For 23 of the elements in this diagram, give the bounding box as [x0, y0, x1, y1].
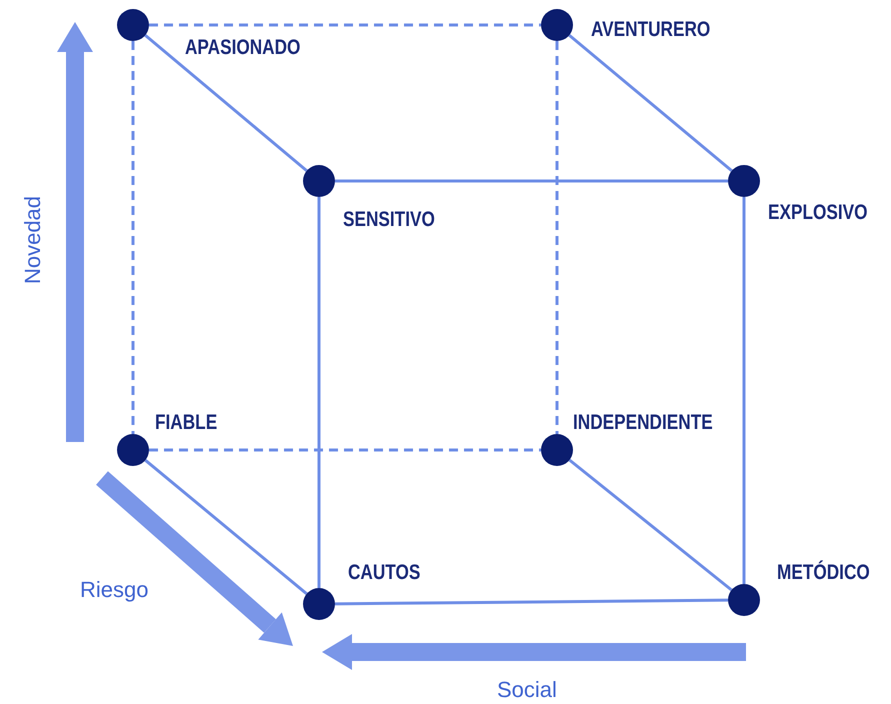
vertex-label: APASIONADO: [185, 36, 300, 60]
axis-label: Social: [497, 677, 557, 703]
edge-line: [568, 458, 732, 592]
axis-label: Novedad: [20, 196, 46, 284]
vertex-label: SENSITIVO: [343, 208, 435, 232]
dashed-edge-line: [149, 448, 541, 452]
vertex-label: FIABLE: [155, 411, 218, 435]
edge-line: [144, 34, 308, 172]
vertex-label: METÓDICO: [777, 561, 870, 585]
dashed-edge-line: [149, 24, 541, 26]
vertex-label: INDEPENDIENTE: [573, 411, 713, 435]
edge-line: [334, 598, 728, 606]
edge-line: [335, 180, 728, 182]
dashed-edge-line: [556, 41, 558, 434]
edge-line: [742, 197, 746, 584]
axis-label: Riesgo: [80, 577, 148, 603]
vertex-label: CAUTOS: [348, 561, 420, 585]
dashed-edge-line: [132, 41, 134, 434]
vertex-label: AVENTURERO: [591, 18, 710, 42]
edge-line: [318, 197, 320, 588]
edge-line: [144, 459, 308, 595]
vertex-label: EXPLOSIVO: [768, 201, 868, 225]
edge-line: [568, 34, 733, 172]
